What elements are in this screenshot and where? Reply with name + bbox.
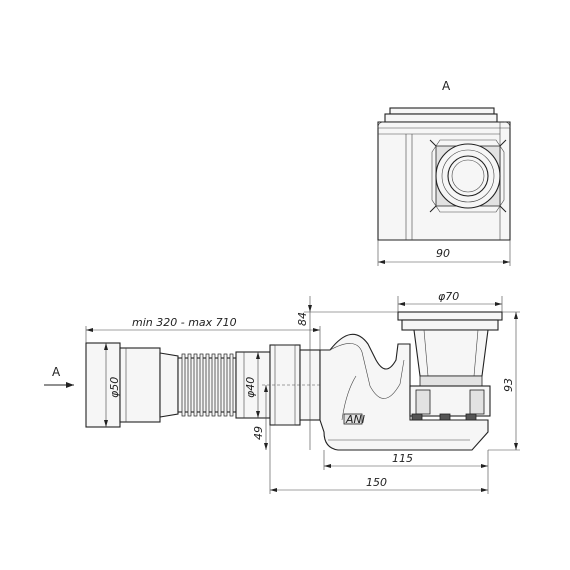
hose-end [85,342,179,428]
hose-rib [211,353,216,417]
logo: ANI [345,413,365,426]
corrugated-hose [177,353,237,417]
hose-rib [199,353,204,417]
dimension-length: min 320 - max 710 [85,316,321,350]
dimension-phi50: φ50 [104,343,121,427]
dimension-90: 90 [377,240,511,266]
dimension-phi40: φ40 [244,352,260,418]
dim-93-label: 93 [502,378,515,392]
hose-rib [229,353,234,417]
dimension-49: 49 [252,384,320,450]
top-view [377,107,511,241]
dimension-150: 150 [269,425,489,494]
dim-90-label: 90 [436,247,450,260]
arrow-a-label: A [52,365,61,379]
dim-49-label: 49 [252,426,265,440]
trap-body: ANI [319,333,489,451]
dim-length-label: min 320 - max 710 [132,316,237,329]
hose-rib [217,353,222,417]
hose-rib [181,353,186,417]
dimension-93: 93 [488,311,520,451]
dimension-84: 84 [296,296,398,450]
dim-84-label: 84 [296,312,309,326]
dimension-phi70: φ70 [397,290,503,312]
dim-phi50-label: φ50 [108,377,121,398]
hose-rib [205,353,210,417]
dimension-115: 115 [323,450,489,470]
dim-phi40-label: φ40 [244,377,257,398]
hose-rib [223,353,228,417]
dim-150-label: 150 [366,476,387,489]
hose-rib [193,353,198,417]
dim-phi70-label: φ70 [438,290,459,303]
drain-outlet [397,311,503,421]
view-a-label: A [442,79,451,93]
hose-rib [187,353,192,417]
arrow-a: A [44,365,74,388]
dim-115-label: 115 [392,452,413,465]
